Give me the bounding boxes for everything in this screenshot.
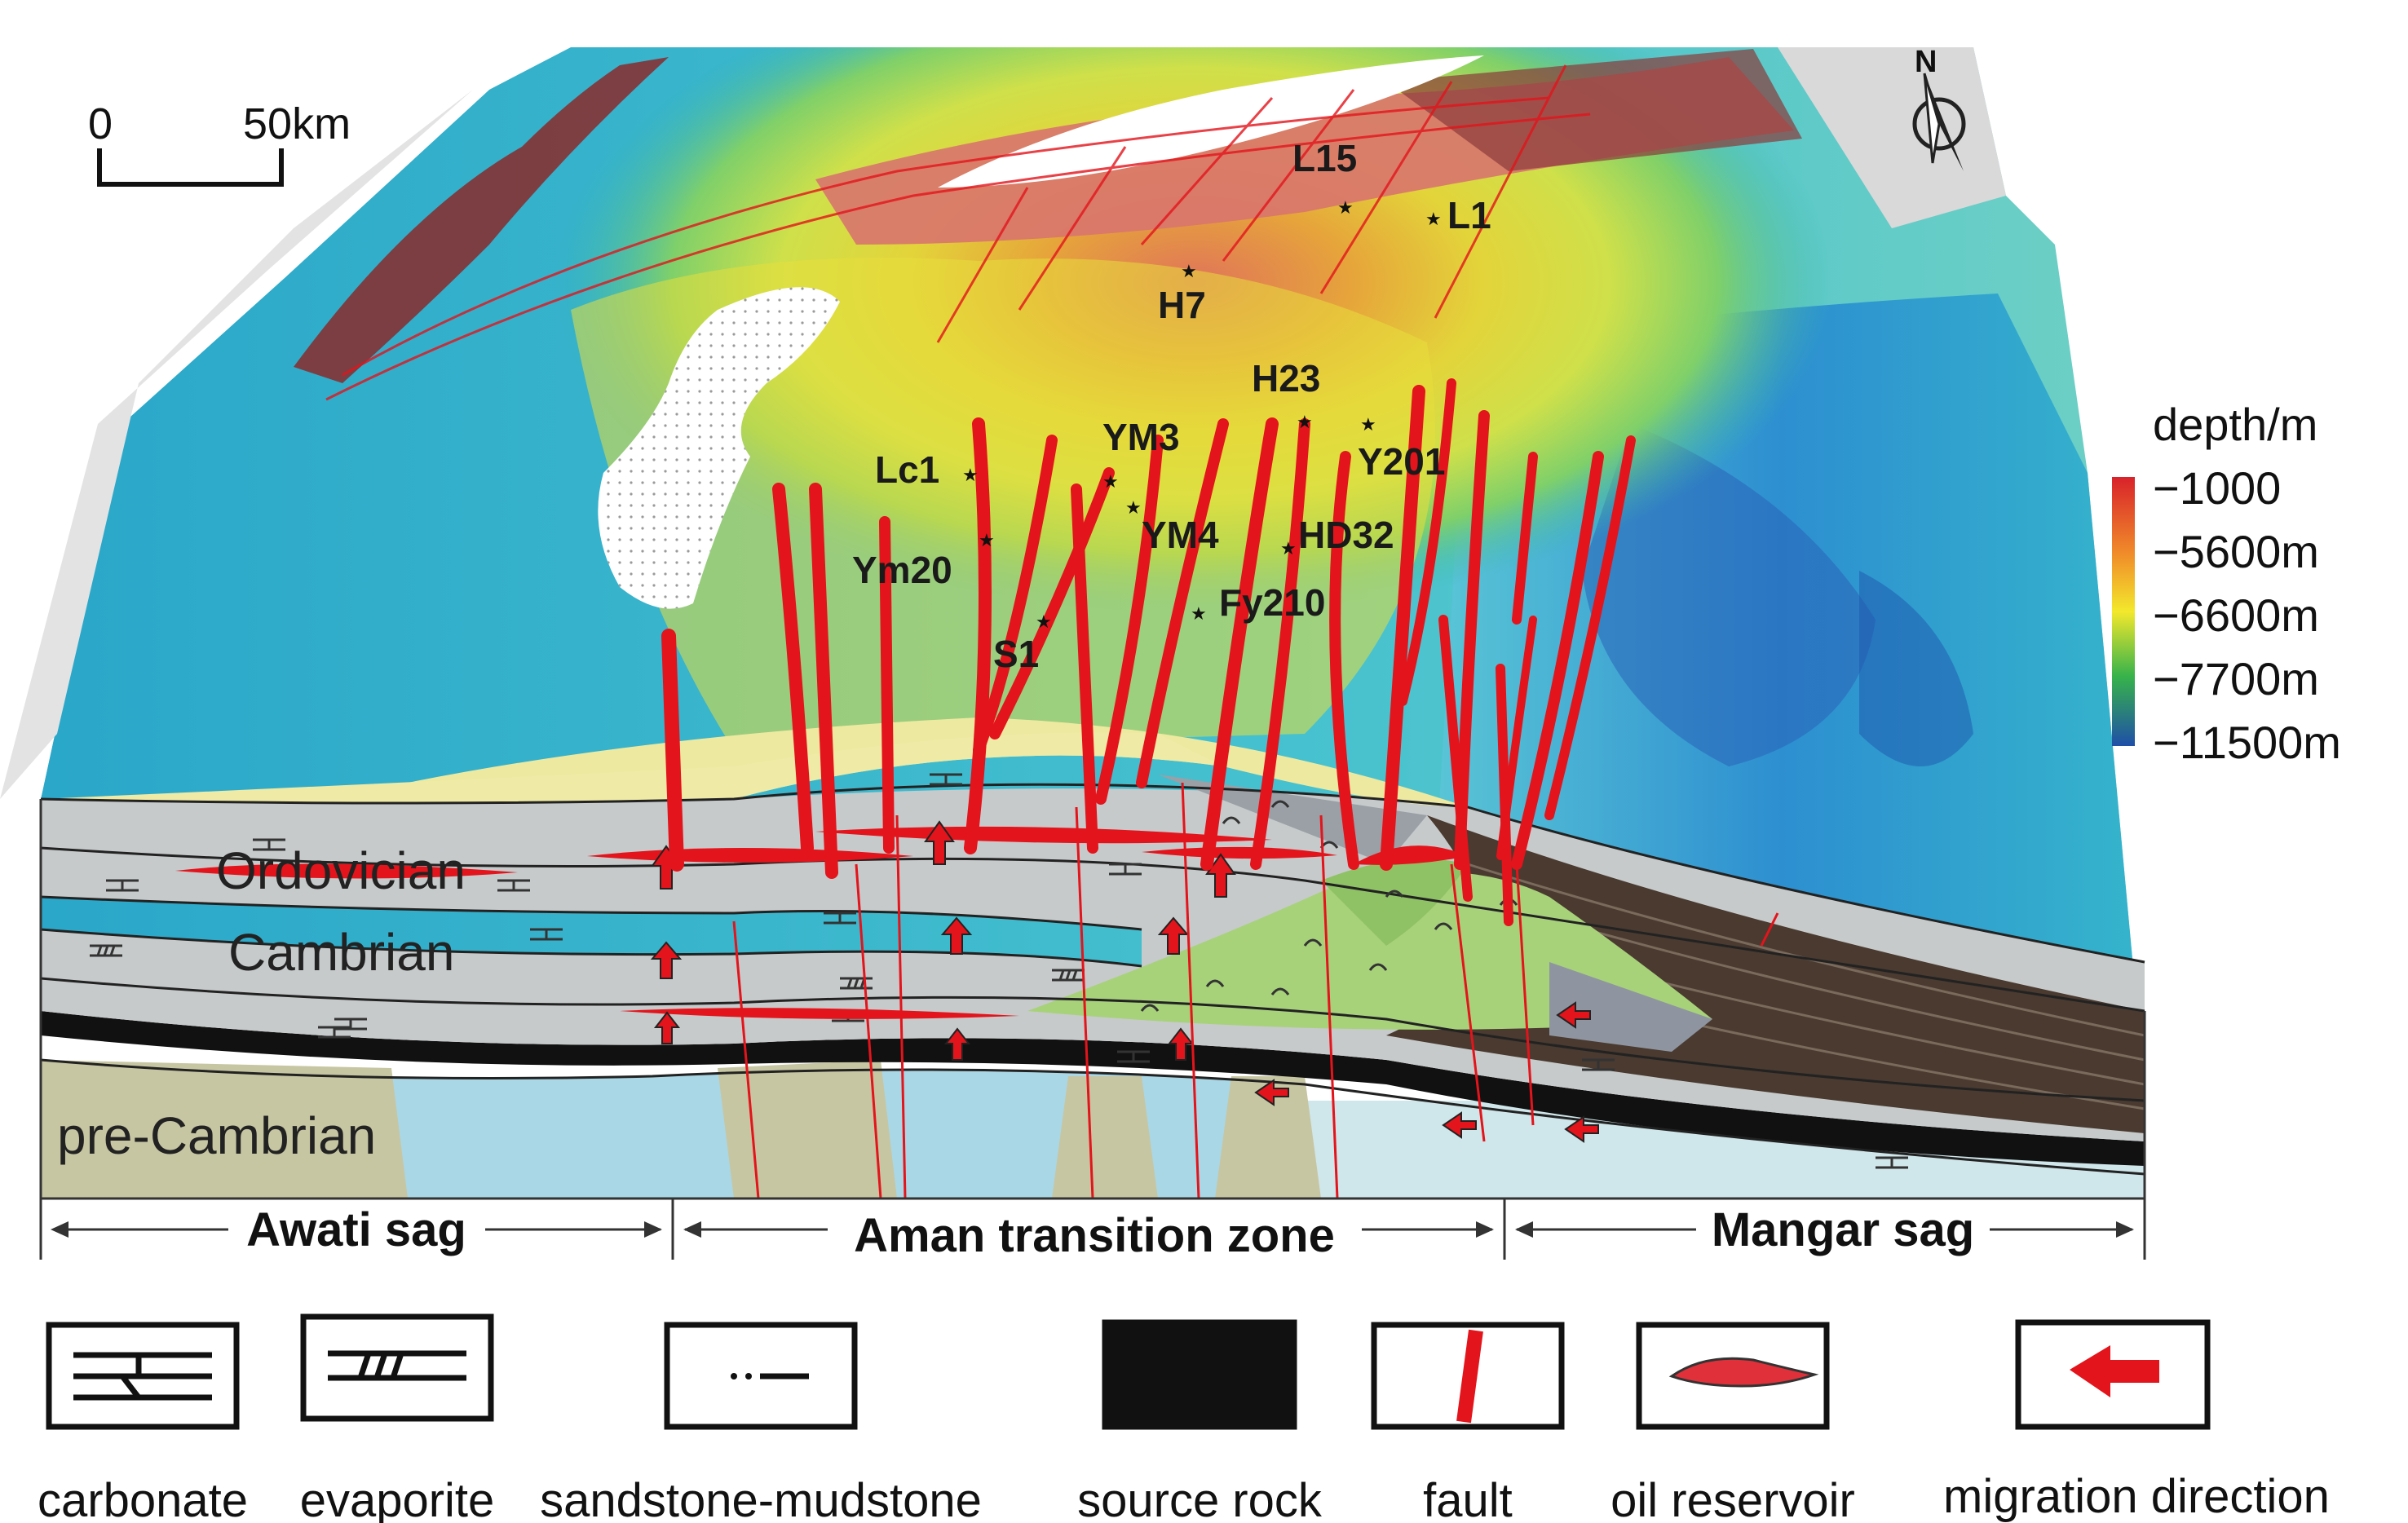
label-ordovician: Ordovician <box>216 841 466 900</box>
well-label-lc1: Lc1 <box>875 448 939 491</box>
depth-tick: −6600m <box>2153 589 2319 641</box>
zone-mangar-sag: Mangar sag <box>1712 1203 1974 1256</box>
cross-section <box>39 717 2146 1200</box>
legend-label-evaporite: evaporite <box>300 1474 495 1523</box>
depth-legend-title: depth/m <box>2153 399 2317 450</box>
symbol-legend: carbonate evaporite sandstone-mudstone s… <box>38 1313 2330 1523</box>
legend-label-source-rock: source rock <box>1077 1474 1323 1523</box>
depth-tick: −7700m <box>2153 653 2319 704</box>
legend-label-sandstone-mudstone: sandstone-mudstone <box>540 1474 982 1523</box>
depth-tick: −11500m <box>2153 717 2341 768</box>
legend-label-oil-reservoir: oil reservoir <box>1610 1474 1855 1523</box>
label-precambrian: pre-Cambrian <box>57 1106 376 1165</box>
well-label-ym20: Ym20 <box>852 549 952 591</box>
legend-label-migration-direction: migration direction <box>1943 1470 2330 1523</box>
well-label-ym4: YM4 <box>1142 514 1219 556</box>
svg-text:50km: 50km <box>243 99 351 148</box>
well-marker: ★ <box>1297 412 1313 432</box>
zone-awati-sag: Awati sag <box>246 1203 466 1256</box>
depth-tick: −1000 <box>2153 462 2281 514</box>
north-arrow: N <box>1912 45 1966 171</box>
well-label-fy210: Fy210 <box>1219 581 1325 624</box>
well-marker: ★ <box>1360 414 1376 435</box>
well-label-l15: L15 <box>1292 137 1357 179</box>
legend-label-carbonate: carbonate <box>38 1474 248 1523</box>
well-marker: ★ <box>1425 209 1442 229</box>
well-label-l1: L1 <box>1447 194 1491 236</box>
well-label-h23: H23 <box>1252 357 1320 400</box>
depth-legend: depth/m −1000 −5600m −6600m −7700m −1150… <box>2112 399 2341 768</box>
well-label-y201: Y201 <box>1358 440 1445 483</box>
well-label-hd32: HD32 <box>1298 514 1394 556</box>
map-faults <box>661 378 1636 926</box>
well-marker: ★ <box>1280 538 1297 558</box>
evaporite-icon <box>300 1313 494 1422</box>
zone-aman-transition: Aman transition zone <box>854 1209 1335 1262</box>
well-marker: ★ <box>979 530 995 550</box>
well-marker: ★ <box>1125 497 1142 518</box>
svg-text:N: N <box>1915 45 1937 79</box>
label-cambrian: Cambrian <box>228 923 454 982</box>
source-rock-icon <box>1102 1319 1297 1430</box>
well-label-s1: S1 <box>993 633 1039 675</box>
legend-label-fault: fault <box>1423 1474 1513 1523</box>
fault-icon <box>1371 1322 1565 1430</box>
svg-text:0: 0 <box>88 99 113 148</box>
migration-arrow-icon <box>2015 1319 2211 1430</box>
well-label-ym3: YM3 <box>1102 416 1180 458</box>
scale-bar: 0 50km <box>88 99 351 187</box>
well-marker: ★ <box>1181 261 1197 281</box>
well-label-h7: H7 <box>1158 284 1206 326</box>
sandstone-mudstone-icon <box>664 1322 858 1430</box>
well-marker: ★ <box>962 465 979 485</box>
carbonate-icon <box>46 1322 240 1430</box>
well-marker: ★ <box>1036 611 1052 632</box>
oil-reservoir-icon <box>1636 1322 1830 1430</box>
wells: ★ ★ ★ ★ ★ ★ ★ ★ ★ ★ ★ ★ L15 L1 H7 H23 YM… <box>852 137 1491 675</box>
depth-tick: −5600m <box>2153 526 2319 577</box>
well-marker: ★ <box>1337 197 1354 218</box>
well-marker: ★ <box>1191 603 1207 624</box>
well-marker: ★ <box>1102 471 1119 492</box>
zone-bar <box>39 1199 2146 1260</box>
